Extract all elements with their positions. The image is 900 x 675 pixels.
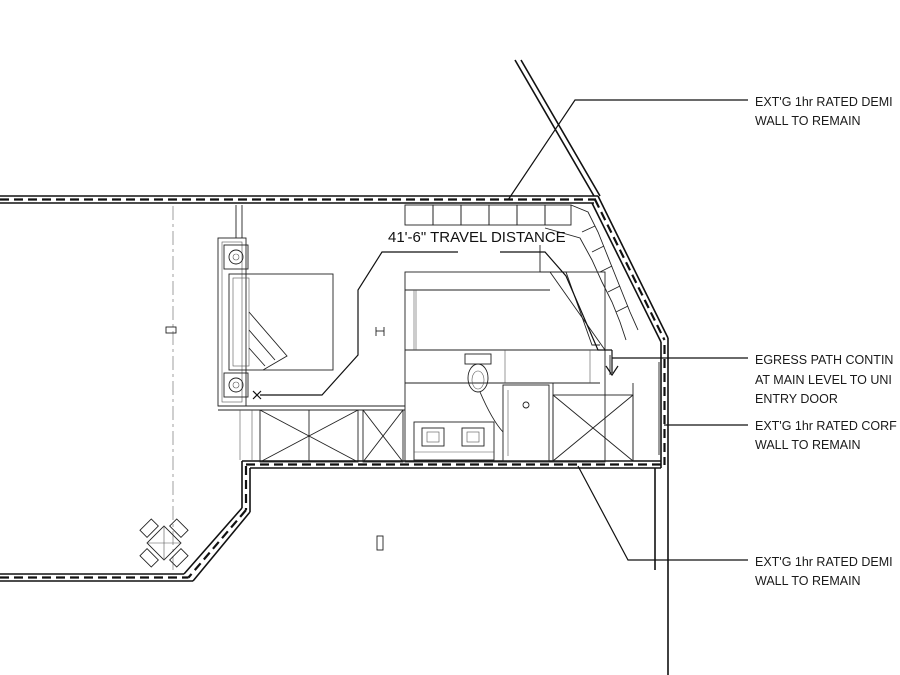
table-and-chairs [139,518,189,568]
bottom-demising-wall [0,460,661,582]
note-demising-wall-top: EXT'G 1hr RATED DEMI WALL TO REMAIN [755,95,893,128]
note-line: WALL TO REMAIN [755,114,861,128]
note-line: AT MAIN LEVEL TO UNI [755,373,892,387]
note-line: EXT'G 1hr RATED DEMI [755,555,893,569]
note-line: ENTRY DOOR [755,392,838,406]
room-tag-lower [376,535,384,551]
room-tag-bedroom [375,327,385,336]
nightstand-bottom [223,372,249,398]
stair-treads [404,204,639,375]
travel-distance-label: 41'-6" TRAVEL DISTANCE [388,229,566,246]
vanity [413,421,495,461]
travel-path [252,251,619,400]
note-line: EXT'G 1hr RATED CORF [755,419,897,433]
leader-demising-top [507,99,748,201]
note-line: WALL TO REMAIN [755,438,861,452]
note-demising-wall-bottom: EXT'G 1hr RATED DEMI WALL TO REMAIN [755,555,893,588]
room-tag-left [165,326,177,334]
note-line: EGRESS PATH CONTIN [755,353,893,367]
corridor-wall [654,338,669,675]
bed [228,273,334,371]
mechanical-closet [552,383,634,462]
bathroom [404,271,606,463]
bedroom [217,205,405,411]
angled-exterior-wall [514,59,669,343]
note-corridor-wall: EXT'G 1hr RATED CORF WALL TO REMAIN [755,419,897,452]
note-egress-path: EGRESS PATH CONTIN AT MAIN LEVEL TO UNI … [755,353,893,406]
note-line: WALL TO REMAIN [755,574,861,588]
leader-demising-bottom [577,465,748,561]
note-line: EXT'G 1hr RATED DEMI [755,95,893,109]
toilet [464,353,492,393]
shower [479,384,550,462]
nightstand-top [223,244,249,270]
closets [239,409,404,463]
top-demising-wall [0,195,598,204]
